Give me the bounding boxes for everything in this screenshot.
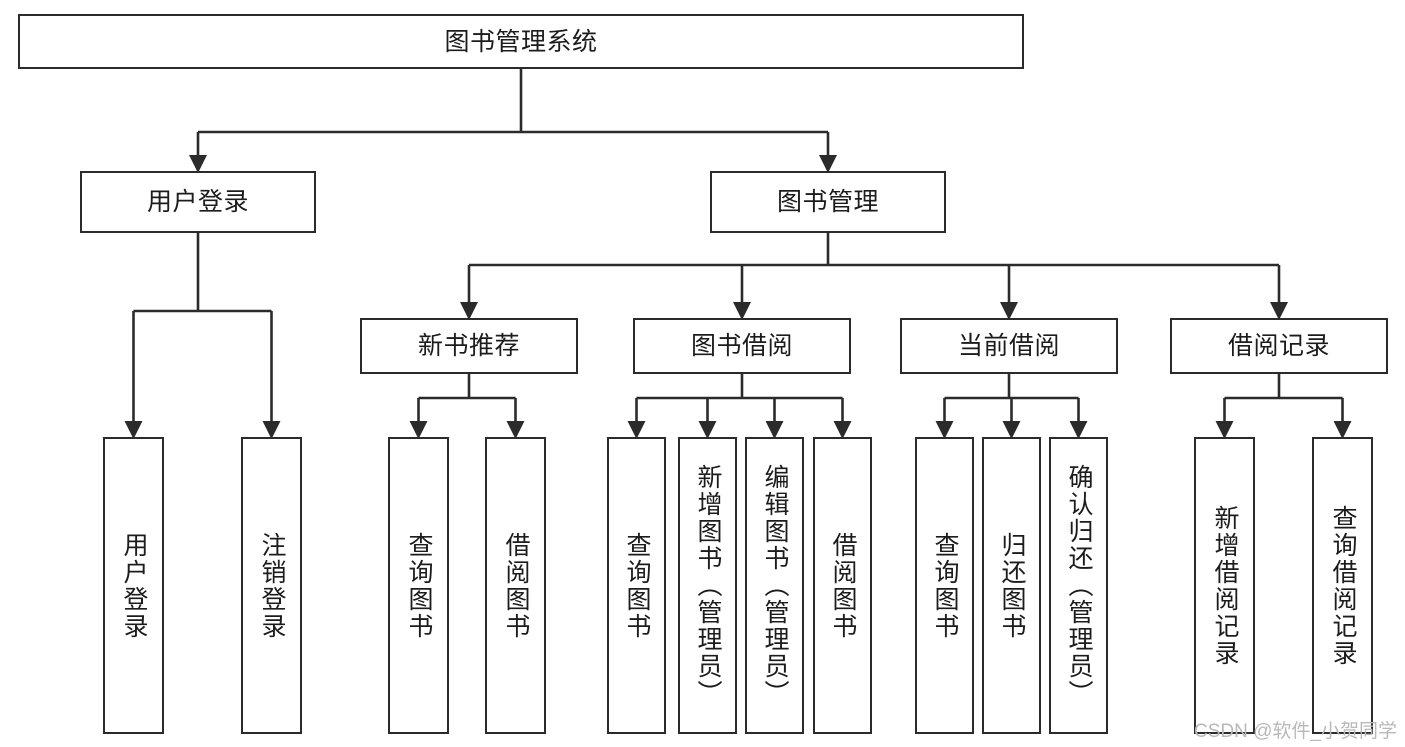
- node-leaf-confirm-return[interactable]: 确认归还（管理员）: [1049, 437, 1108, 734]
- node-user-login-label: 用户登录: [146, 188, 249, 216]
- node-leaf-query-book-3[interactable]: 查询图书: [915, 437, 974, 734]
- node-book-borrow[interactable]: 图书借阅: [633, 318, 851, 374]
- node-book-manage[interactable]: 图书管理: [710, 171, 946, 233]
- node-current-borrow-label: 当前借阅: [957, 332, 1060, 360]
- node-new-book-recommend[interactable]: 新书推荐: [360, 318, 578, 374]
- node-leaf-query-book-1-label: 查询图书: [405, 531, 433, 640]
- node-leaf-borrow-book-1-label: 借阅图书: [502, 531, 530, 640]
- node-current-borrow[interactable]: 当前借阅: [900, 318, 1118, 374]
- node-leaf-user-login-label: 用户登录: [120, 531, 148, 640]
- node-leaf-query-book-3-label: 查询图书: [931, 531, 959, 640]
- node-borrow-record-label: 借阅记录: [1227, 332, 1330, 360]
- node-leaf-query-record-label: 查询借阅记录: [1329, 504, 1357, 667]
- node-leaf-logout[interactable]: 注销登录: [241, 437, 302, 734]
- node-leaf-query-book-1[interactable]: 查询图书: [388, 437, 449, 734]
- node-user-login[interactable]: 用户登录: [80, 171, 316, 233]
- node-leaf-add-book-label: 新增图书（管理员）: [694, 464, 722, 707]
- node-book-manage-label: 图书管理: [776, 188, 879, 216]
- node-leaf-user-login[interactable]: 用户登录: [103, 437, 164, 734]
- node-leaf-confirm-return-label: 确认归还（管理员）: [1065, 464, 1093, 707]
- node-leaf-add-book[interactable]: 新增图书（管理员）: [678, 437, 737, 734]
- node-leaf-return-book-label: 归还图书: [998, 531, 1026, 640]
- node-root[interactable]: 图书管理系统: [18, 14, 1024, 69]
- node-leaf-logout-label: 注销登录: [258, 531, 286, 640]
- node-leaf-edit-book-label: 编辑图书（管理员）: [761, 464, 789, 707]
- node-book-borrow-label: 图书借阅: [690, 332, 793, 360]
- node-leaf-borrow-book-2-label: 借阅图书: [829, 531, 857, 640]
- node-root-label: 图书管理系统: [444, 27, 598, 56]
- node-borrow-record[interactable]: 借阅记录: [1170, 318, 1388, 374]
- node-leaf-query-book-2-label: 查询图书: [623, 531, 651, 640]
- node-new-book-recommend-label: 新书推荐: [417, 332, 520, 360]
- node-leaf-return-book[interactable]: 归还图书: [982, 437, 1041, 734]
- node-leaf-add-record-label: 新增借阅记录: [1211, 504, 1239, 667]
- node-leaf-borrow-book-1[interactable]: 借阅图书: [485, 437, 546, 734]
- node-leaf-edit-book[interactable]: 编辑图书（管理员）: [745, 437, 804, 734]
- node-leaf-query-book-2[interactable]: 查询图书: [607, 437, 666, 734]
- watermark: CSDN @软件_小贺同学: [1194, 721, 1397, 742]
- node-leaf-query-record[interactable]: 查询借阅记录: [1312, 437, 1373, 734]
- node-leaf-borrow-book-2[interactable]: 借阅图书: [813, 437, 872, 734]
- node-leaf-add-record[interactable]: 新增借阅记录: [1194, 437, 1255, 734]
